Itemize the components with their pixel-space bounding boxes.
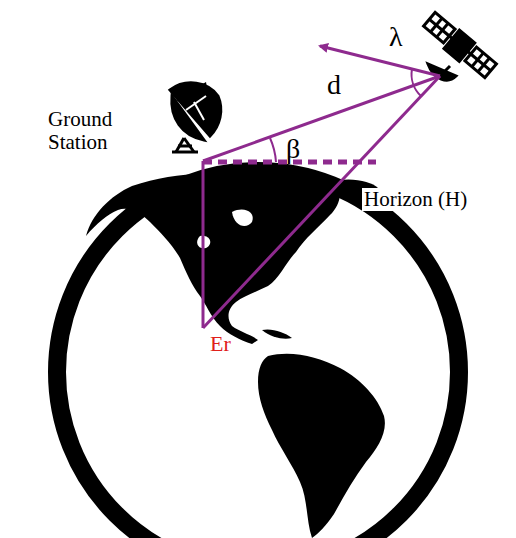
distance-label: d (327, 70, 341, 101)
radius-label: Er (210, 332, 231, 356)
earth-globe (57, 171, 459, 538)
satellite-icon (421, 11, 498, 81)
station-label: Ground Station (48, 108, 138, 154)
angle-label: λ (389, 22, 403, 53)
angle-label: β (286, 134, 300, 165)
geometry-lines (203, 46, 440, 328)
horizon-label: Horizon (H) (362, 188, 469, 211)
ground-station-icon (170, 82, 221, 152)
